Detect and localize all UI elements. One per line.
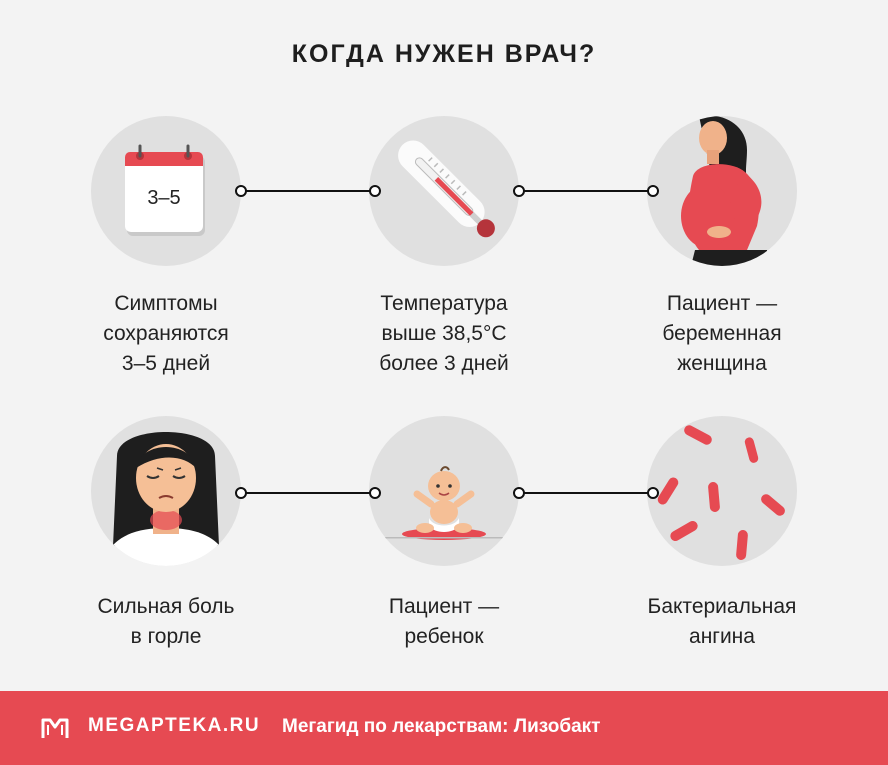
label-line: ребенок	[404, 625, 484, 648]
calendar-icon: 3–5	[125, 144, 205, 236]
connector-line	[513, 487, 659, 499]
item-label: Пациент — беременная женщина	[602, 289, 842, 379]
item-label: Пациент — ребенок	[324, 592, 564, 652]
label-line: Пациент —	[666, 292, 778, 315]
label-line: ангина	[689, 625, 755, 648]
calendar-text: 3–5	[147, 187, 180, 209]
label-line: Бактериальная	[647, 595, 797, 618]
label-line: выше 38,5°С	[381, 322, 507, 345]
item-label: Сильная боль в горле	[46, 592, 286, 652]
thermometer-circle	[369, 116, 519, 266]
label-line: Симптомы	[114, 292, 218, 315]
footer-bar: MEGAPTEKA.RU Мегагид по лекарствам: Лизо…	[0, 691, 888, 765]
label-line: сохраняются	[103, 322, 229, 345]
item-label: Симптомы сохраняются 3–5 дней	[46, 289, 286, 379]
sore-throat-circle	[91, 416, 241, 566]
connector-line	[235, 487, 381, 499]
sore-throat-woman-icon	[101, 432, 231, 566]
calendar-circle: 3–5	[91, 116, 241, 266]
bacteria-icon	[657, 425, 785, 560]
footer-tagline: Мегагид по лекарствам: Лизобакт	[282, 716, 601, 737]
megapteka-logo-icon[interactable]	[40, 715, 70, 741]
item-label: Температура выше 38,5°С более 3 дней	[324, 289, 564, 379]
bacteria-circle	[647, 416, 797, 566]
brand-link[interactable]: MEGAPTEKA.RU	[88, 715, 261, 736]
label-line: беременная	[662, 322, 782, 345]
page-title: КОГДА НУЖЕН ВРАЧ?	[291, 40, 597, 68]
label-line: Пациент —	[388, 595, 500, 618]
label-line: 3–5 дней	[121, 352, 211, 375]
connector-line	[513, 185, 659, 197]
baby-circle	[369, 416, 519, 566]
item-label: Бактериальная ангина	[602, 592, 842, 652]
label-line: женщина	[677, 352, 767, 375]
baby-icon	[383, 466, 505, 540]
connector-line	[235, 185, 381, 197]
label-line: Сильная боль	[97, 595, 235, 618]
label-line: более 3 дней	[379, 352, 509, 375]
label-line: в горле	[130, 625, 202, 648]
thermometer-icon	[398, 140, 495, 238]
pregnant-woman-icon	[681, 116, 767, 266]
pregnant-circle	[647, 116, 797, 266]
label-line: Температура	[380, 292, 508, 315]
